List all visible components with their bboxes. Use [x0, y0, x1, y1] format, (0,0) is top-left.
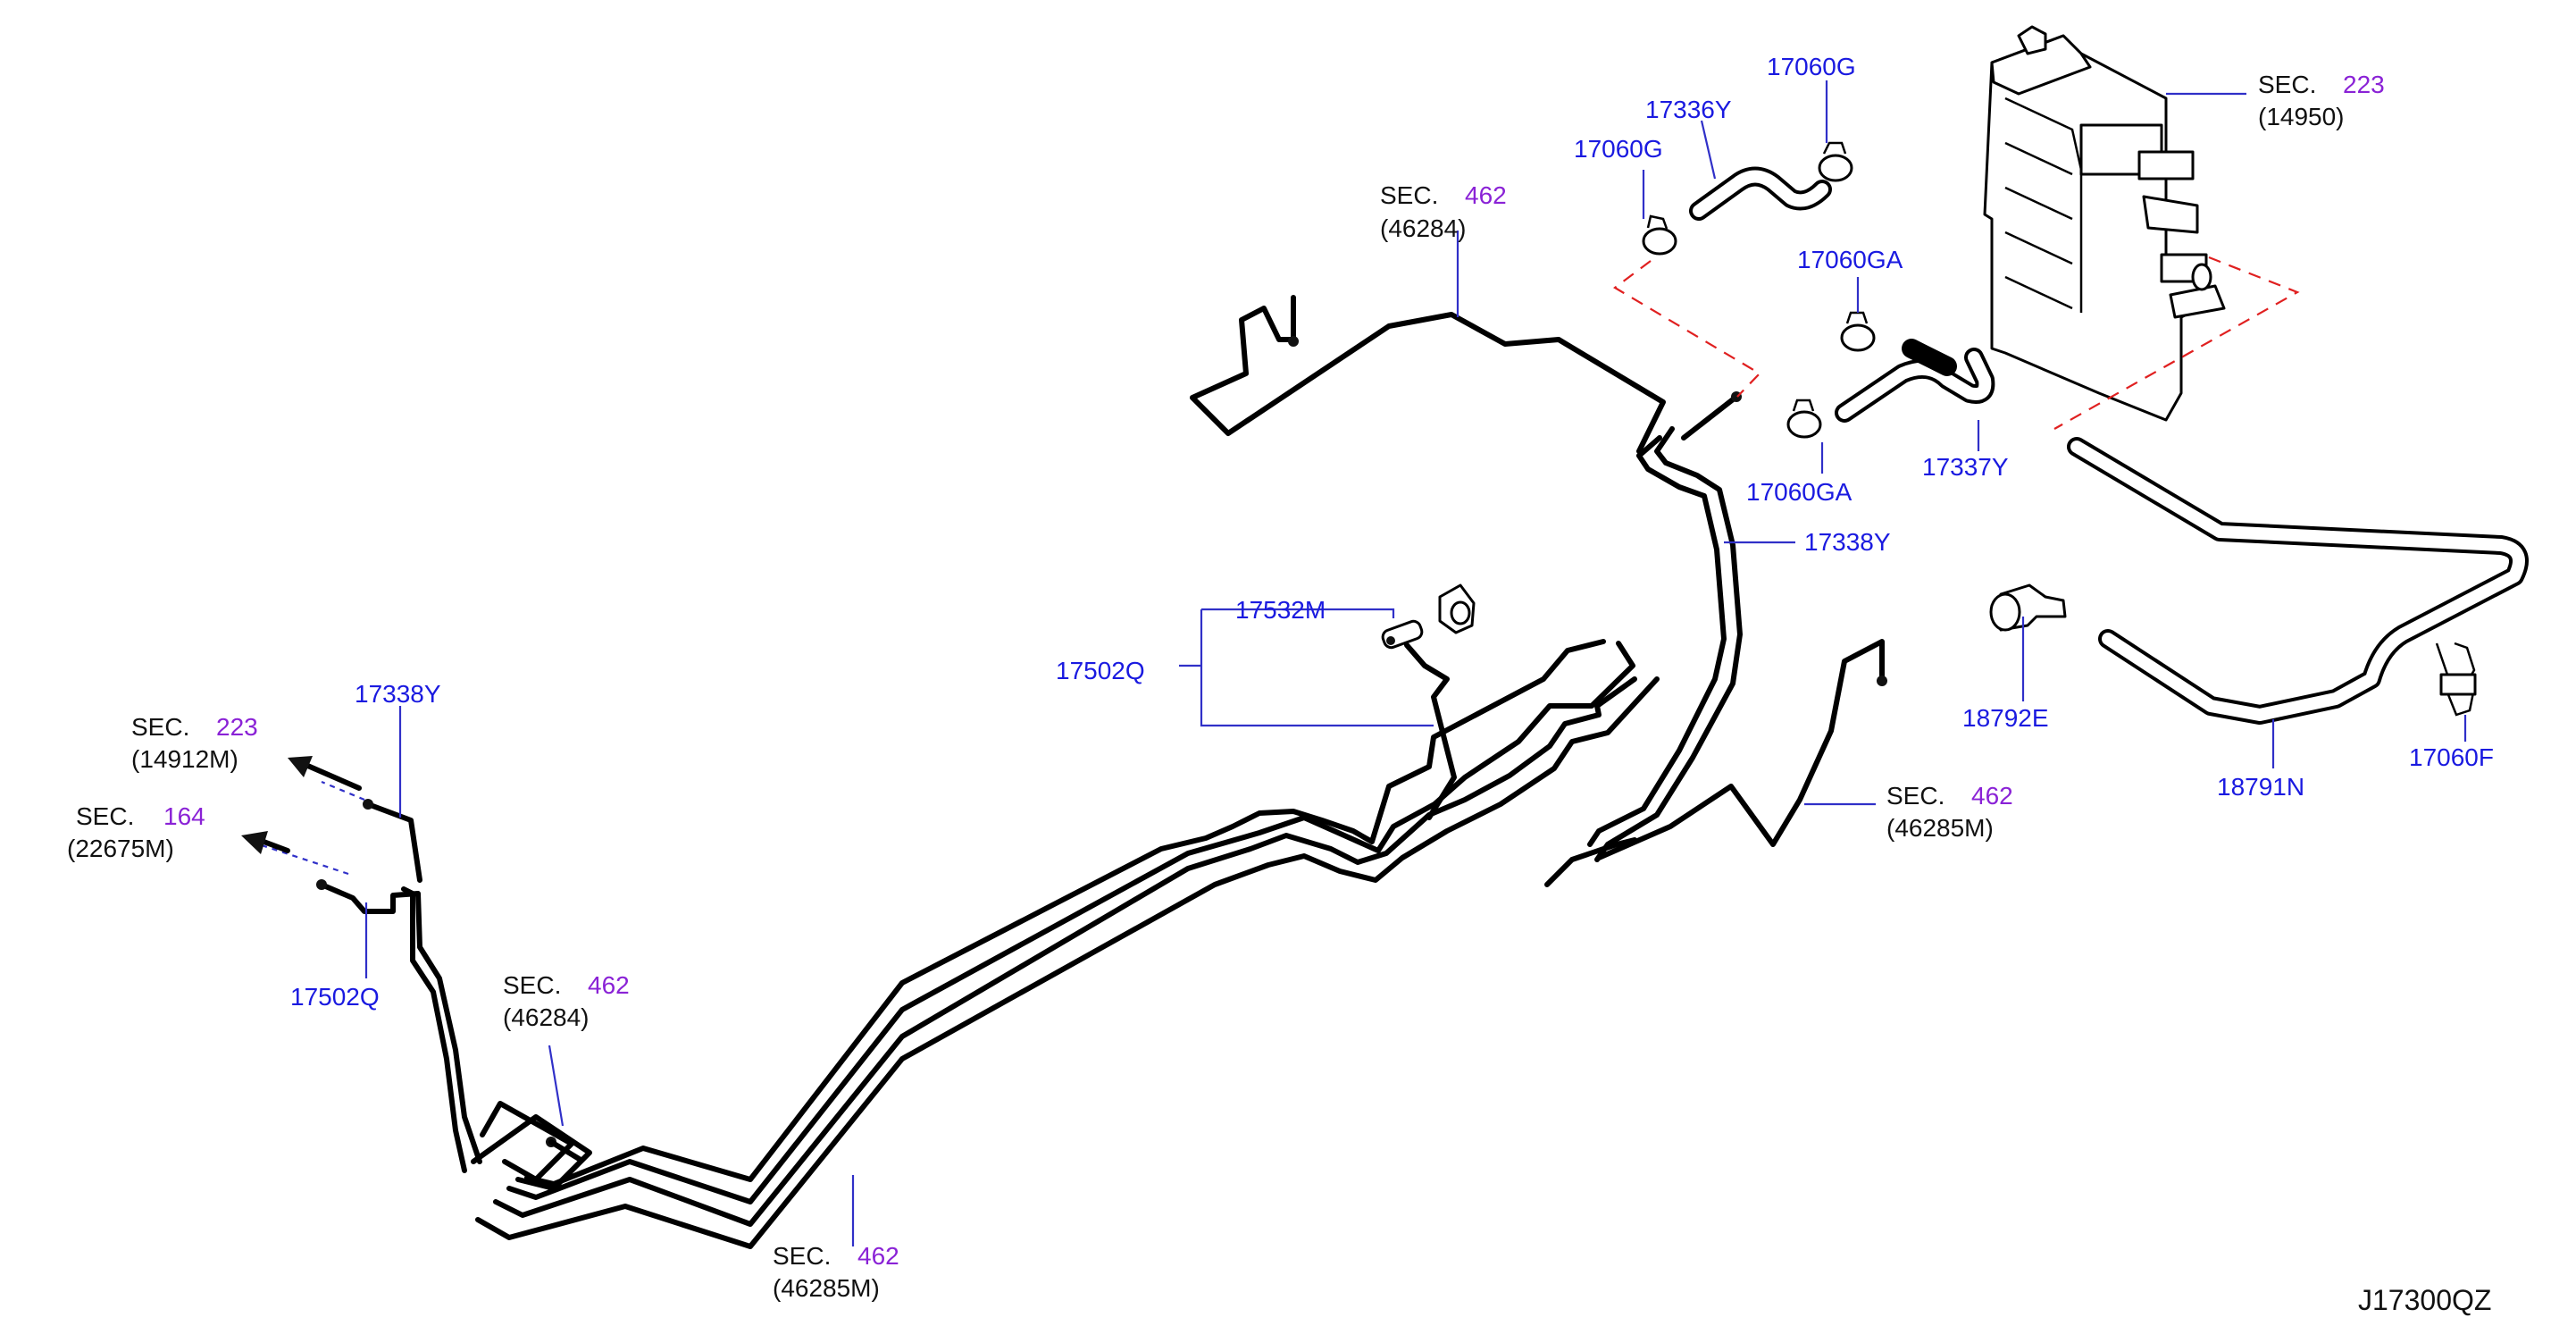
hose-17337Y [1835, 339, 1995, 423]
svg-text:(14950): (14950) [2258, 103, 2345, 130]
part-label-18791N: 18791N [2217, 773, 2304, 801]
svg-text:SEC.: SEC. [773, 1242, 831, 1270]
part-label-17502Q-mid: 17502Q [1056, 657, 1145, 684]
clamp-17060G-left [1642, 214, 1677, 256]
part-label-18792E: 18792E [1962, 704, 2049, 732]
diagram-id: J17300QZ [2358, 1284, 2491, 1316]
section-ref-462-46284-top: SEC. 462 (46284) [1380, 181, 1507, 242]
svg-text:SEC.: SEC. [131, 713, 189, 741]
svg-text:164: 164 [163, 802, 205, 830]
evap-canister [1983, 25, 2226, 422]
svg-text:(46284): (46284) [503, 1003, 590, 1031]
section-ref-462-46284-bottom: SEC. 462 (46284) [503, 971, 630, 1031]
svg-text:462: 462 [857, 1242, 899, 1270]
leader-lines [364, 80, 2467, 1246]
clamp-17060GA-top [1840, 311, 1876, 352]
svg-text:SEC.: SEC. [1886, 782, 1945, 810]
part-label-17338Y-left: 17338Y [355, 680, 441, 708]
section-references: SEC. 462 (46284) SEC. 223 (14950) SEC. 4… [67, 71, 2385, 1302]
clip-17060F [2435, 642, 2477, 717]
svg-text:462: 462 [1971, 782, 2013, 810]
pipe-left-ends [241, 756, 482, 1173]
part-label-17338Y-right: 17338Y [1804, 528, 1891, 556]
part-label-17060F: 17060F [2409, 743, 2494, 771]
part-label-17060G-top: 17060G [1767, 53, 1856, 80]
svg-text:(14912M): (14912M) [131, 745, 238, 773]
svg-text:SEC.: SEC. [76, 802, 134, 830]
clamp-17060GA-bottom [1786, 399, 1822, 439]
part-label-17060GA-bottom: 17060GA [1746, 478, 1853, 506]
part-label-17532M: 17532M [1235, 596, 1326, 624]
svg-text:SEC.: SEC. [503, 971, 561, 999]
part-label-17060G-left: 17060G [1574, 135, 1663, 163]
part-labels: 17060G 17336Y 17060G 17060GA 17060GA 173… [290, 53, 2494, 1011]
svg-text:(46285M): (46285M) [1886, 814, 1994, 842]
svg-text:(22675M): (22675M) [67, 835, 174, 862]
section-ref-223-14950: SEC. 223 (14950) [2258, 71, 2385, 130]
svg-text:SEC.: SEC. [1380, 181, 1438, 209]
part-label-17502Q-left: 17502Q [290, 983, 380, 1011]
section-ref-462-46285m-bottom: SEC. 462 (46285M) [773, 1242, 899, 1302]
dashed-guides [1613, 256, 2300, 430]
pipe-17338Y-run [1544, 426, 1743, 887]
section-ref-223-14912m: SEC. 223 (14912M) [131, 713, 258, 773]
pipe-sec462-46284-top [1190, 295, 1742, 454]
part-label-17060GA-top: 17060GA [1797, 246, 1903, 273]
pipe-17502Q-mid [1381, 619, 1457, 820]
svg-text:SEC.: SEC. [2258, 71, 2316, 98]
pipe-sec462-46285m-right [1596, 639, 1887, 860]
hose-18791N [2067, 437, 2529, 725]
part-label-17336Y: 17336Y [1645, 96, 1732, 123]
clamp-17532M [1438, 583, 1476, 634]
section-ref-462-46285m-right: SEC. 462 (46285M) [1886, 782, 2013, 842]
svg-text:223: 223 [2343, 71, 2385, 98]
svg-text:462: 462 [1465, 181, 1507, 209]
svg-text:223: 223 [216, 713, 258, 741]
svg-text:(46285M): (46285M) [773, 1274, 880, 1302]
pipe-sec462-46284-bottom [471, 1101, 592, 1191]
hose-17336Y [1689, 166, 1832, 221]
clamp-17060G-top [1818, 141, 1853, 182]
svg-text:462: 462 [588, 971, 630, 999]
part-label-17337Y: 17337Y [1922, 453, 2009, 481]
main-fuel-pipe-bundle [475, 639, 1660, 1249]
section-ref-164-22675m: SEC. 164 (22675M) [67, 802, 205, 862]
connector-18792E [1989, 583, 2067, 632]
svg-text:(46284): (46284) [1380, 214, 1467, 242]
